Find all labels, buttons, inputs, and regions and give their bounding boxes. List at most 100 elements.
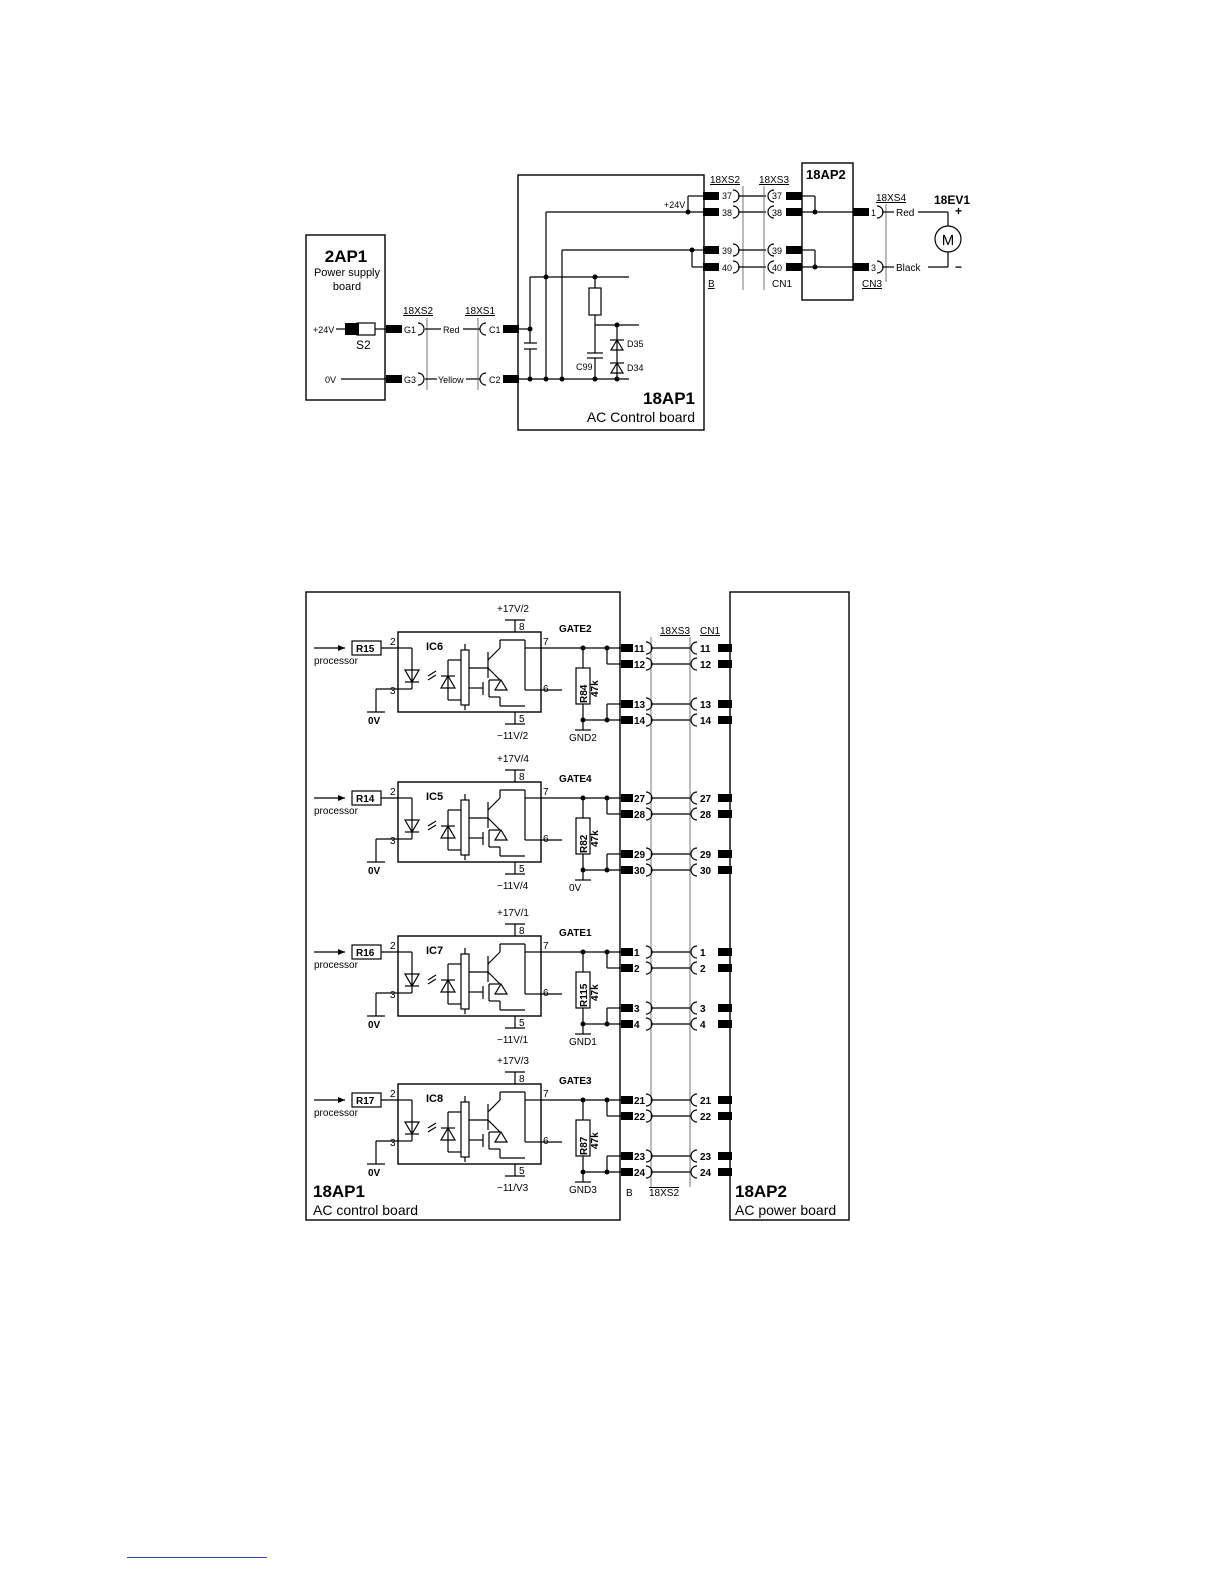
gate-channels: R15processor230VIC6+17V/285−11V/276GATE2…	[314, 604, 732, 1196]
c1-label: C1	[489, 325, 501, 335]
ac-control-id: 18AP1	[643, 389, 695, 408]
b-pin-label: 29	[634, 850, 646, 861]
footer-rule	[127, 1557, 267, 1558]
cn1-pin-label: 30	[700, 866, 712, 877]
cn1-pin-label: 27	[700, 794, 712, 805]
ac-power-board-2	[729, 591, 850, 1221]
pin-3-label: 3	[390, 836, 396, 847]
conn-18xs3-top: 18XS3	[759, 175, 789, 186]
resistor-ctrl	[588, 287, 602, 316]
cn1-pin-label: 28	[700, 810, 712, 821]
pin-8-label: 8	[519, 622, 525, 633]
gate-resistor-value: 47k	[590, 680, 601, 697]
optocoupler-ic	[397, 1083, 542, 1165]
c1-pin	[503, 325, 519, 333]
gnd-label: 0V	[569, 883, 582, 894]
b-pin-label: 4	[634, 1020, 640, 1031]
input-resistor-label: R17	[356, 1096, 375, 1107]
cn1-pin-37: 37	[772, 191, 782, 201]
g1-pin	[386, 325, 402, 333]
g1-label: G1	[404, 325, 416, 335]
pin-2-label: 2	[390, 1089, 396, 1100]
b-pin-label: 3	[634, 1004, 640, 1015]
v-plus-label: +17V/3	[497, 1056, 529, 1067]
gate-resistor-label: R84	[579, 684, 590, 703]
diagram-gate-drivers: 18AP1 AC control board 18AP2 AC power bo…	[305, 591, 850, 1221]
cn1-pin-label: 3	[700, 1004, 706, 1015]
cn1-pin-39: 39	[772, 246, 782, 256]
v-minus-label: −11V/4	[497, 881, 529, 892]
pin-3-label: 3	[390, 686, 396, 697]
pin-8-label: 8	[519, 926, 525, 937]
processor-label: processor	[314, 1108, 359, 1119]
motor-circle	[934, 225, 962, 253]
ic-label: IC8	[426, 1093, 443, 1105]
ic-label: IC7	[426, 945, 443, 957]
v-plus-label: +17V/1	[497, 908, 529, 919]
left-board-id: 18AP1	[313, 1182, 365, 1201]
input-resistor-label: R16	[356, 948, 375, 959]
motor-red-label: Red	[896, 208, 914, 219]
conn-18xs2-top: 18XS2	[710, 175, 740, 186]
pin-7-label: 7	[543, 1089, 549, 1100]
motor-symbol: M	[942, 232, 955, 249]
b-pin-label: 24	[634, 1168, 646, 1179]
conn-18xs4: 18XS4	[876, 193, 906, 204]
pin-5-label: 5	[519, 1166, 525, 1177]
pin-3-label: 3	[390, 1138, 396, 1149]
zero-volt-label: 0V	[368, 866, 381, 877]
gnd-label: GND2	[569, 733, 597, 744]
b-pin-label: 12	[634, 660, 646, 671]
input-resistor-label: R14	[356, 794, 375, 805]
gnd-label: GND3	[569, 1185, 597, 1196]
pin-8-label: 8	[519, 772, 525, 783]
v-minus-label: −11V/2	[497, 731, 529, 742]
psu-0v-label: 0V	[325, 375, 336, 385]
gnd-label: GND1	[569, 1037, 597, 1048]
right-board-id: 18AP2	[735, 1182, 787, 1201]
s2-label: S2	[356, 338, 371, 352]
cn1-pin-40: 40	[772, 263, 782, 273]
psu-desc-2: board	[333, 281, 361, 293]
zero-volt-label: 0V	[368, 716, 381, 727]
g3-pin	[386, 375, 402, 383]
gate-resistor-label: R115	[579, 983, 590, 1007]
wire-yellow: Yellow	[438, 375, 464, 385]
gate-label: GATE3	[559, 1076, 592, 1087]
ac-control-board-2	[305, 591, 621, 1221]
b-pin-label: 22	[634, 1112, 646, 1123]
pin-7-label: 7	[543, 787, 549, 798]
pin-7-label: 7	[543, 637, 549, 648]
gate-resistor-value: 47k	[590, 984, 601, 1001]
ac-power-id-1: 18AP2	[806, 167, 846, 182]
c2-label: C2	[489, 375, 501, 385]
label-b-1: B	[708, 279, 715, 290]
gate-label: GATE4	[559, 774, 592, 785]
gate-resistor-label: R82	[579, 834, 590, 853]
b-pin-label: 30	[634, 866, 646, 877]
cn1-pin-label: 12	[700, 660, 712, 671]
c2-pin	[503, 375, 519, 383]
motor-black-label: Black	[896, 263, 921, 274]
label-cn1-1: CN1	[772, 279, 792, 290]
s2-fuse-body	[356, 322, 376, 336]
conn-18xs1: 18XS1	[465, 306, 495, 317]
cn1-pin-label: 2	[700, 964, 706, 975]
pin-2-label: 2	[390, 941, 396, 952]
zero-volt-label: 0V	[368, 1020, 381, 1031]
gate-resistor-label: R87	[579, 1136, 590, 1155]
ac-control-board	[517, 174, 705, 431]
pin-2-label: 2	[390, 637, 396, 648]
b-pin-40: 40	[722, 263, 732, 273]
s2-fuse-pin	[345, 323, 359, 335]
optocoupler-ic	[397, 935, 542, 1017]
wire-red-left: Red	[443, 325, 460, 335]
b-pin-label: 28	[634, 810, 646, 821]
pin-5-label: 5	[519, 714, 525, 725]
gate-label: GATE2	[559, 624, 592, 635]
b-pin-label: 13	[634, 700, 646, 711]
conn-18xs3-2: 18XS3	[660, 626, 690, 637]
pin-5-label: 5	[519, 864, 525, 875]
gate-label: GATE1	[559, 928, 592, 939]
